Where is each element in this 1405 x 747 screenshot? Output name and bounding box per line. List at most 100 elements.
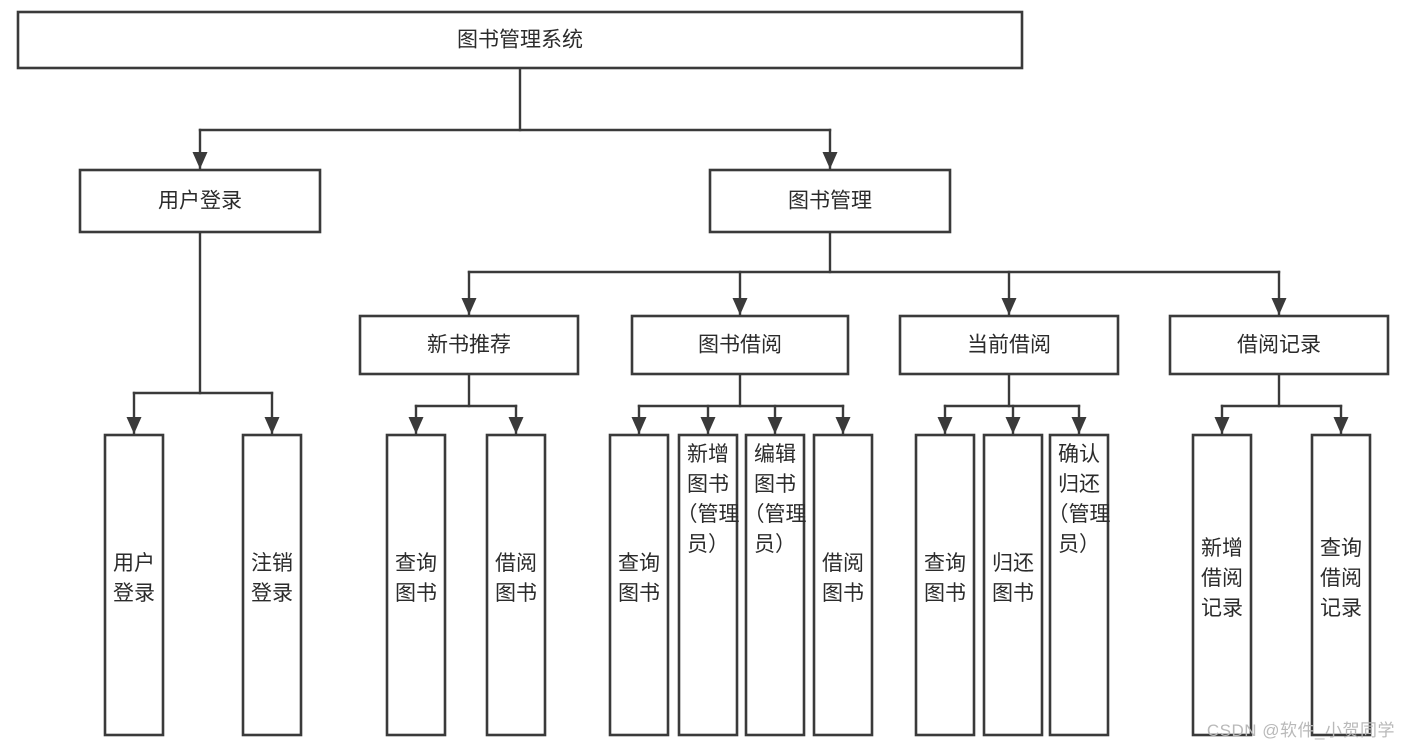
node-label-line: 借阅 xyxy=(822,552,864,575)
level2-node-用户登录[interactable]: 用户登录 xyxy=(78,168,322,234)
node-label-line: 员） xyxy=(1058,533,1100,556)
leaf-node-用户登录[interactable]: 用户登录 xyxy=(103,433,165,737)
node-box xyxy=(812,433,874,737)
node-layer: 图书管理系统用户登录图书管理新书推荐图书借阅当前借阅借阅记录用户登录注销登录查询… xyxy=(16,10,1390,737)
node-label: 图书管理 xyxy=(788,190,872,213)
node-box xyxy=(1168,314,1390,376)
node-label-line: 查询 xyxy=(1320,537,1362,560)
node-label-line: 查询 xyxy=(618,552,660,575)
arrow-head-icon xyxy=(126,417,142,434)
node-label-line: 归还 xyxy=(992,552,1034,575)
node-label-line: 图书 xyxy=(395,582,437,605)
node-label: 图书借阅 xyxy=(698,334,782,357)
node-label-line: 图书 xyxy=(924,582,966,605)
arrow-head-icon xyxy=(264,417,280,434)
connector-layer xyxy=(126,66,1349,436)
node-label-line: 图书 xyxy=(822,582,864,605)
node-label-line: 新增 xyxy=(1201,537,1243,560)
node-label: 用户登录 xyxy=(158,190,242,213)
node-label-line: 登录 xyxy=(113,582,155,605)
node-box xyxy=(1048,433,1110,737)
node-label-line: （管理 xyxy=(1048,503,1111,526)
arrow-head-icon xyxy=(408,417,424,434)
node-box xyxy=(1310,433,1372,737)
csdn-watermark: CSDN @软件_小贺同学 xyxy=(1206,721,1395,740)
level3-node-当前借阅[interactable]: 当前借阅 xyxy=(898,314,1120,376)
node-label-line: 登录 xyxy=(251,582,293,605)
arrow-head-icon xyxy=(1333,417,1349,434)
level3-node-图书借阅[interactable]: 图书借阅 xyxy=(630,314,850,376)
node-label: 当前借阅 xyxy=(967,334,1051,357)
node-label-line: 图书 xyxy=(495,582,537,605)
level3-node-借阅记录[interactable]: 借阅记录 xyxy=(1168,314,1390,376)
node-label-line: 借阅 xyxy=(495,552,537,575)
arrow-head-icon xyxy=(1071,417,1087,434)
node-box xyxy=(385,433,447,737)
node-label-line: 记录 xyxy=(1201,597,1243,620)
node-box xyxy=(677,433,739,737)
node-label-line: 用户 xyxy=(113,552,155,575)
node-box xyxy=(914,433,976,737)
node-label-line: 员） xyxy=(687,533,729,556)
arrow-head-icon xyxy=(1005,417,1021,434)
node-label-line: 注销 xyxy=(251,552,293,575)
node-box xyxy=(1191,433,1253,737)
node-box xyxy=(358,314,580,376)
node-label-line: 记录 xyxy=(1320,597,1362,620)
node-label-line: 归还 xyxy=(1058,473,1100,496)
arrow-head-icon xyxy=(835,417,851,434)
node-box xyxy=(708,168,952,234)
node-label-line: （管理 xyxy=(677,503,740,526)
arrow-head-icon xyxy=(1214,417,1230,434)
node-label-line: 图书 xyxy=(687,473,729,496)
level2-node-图书管理[interactable]: 图书管理 xyxy=(708,168,952,234)
node-label-line: 图书 xyxy=(754,473,796,496)
node-label-line: 图书 xyxy=(618,582,660,605)
node-box xyxy=(982,433,1044,737)
node-box xyxy=(898,314,1120,376)
arrow-head-icon xyxy=(461,298,477,315)
node-label-line: 员） xyxy=(754,533,796,556)
level3-node-新书推荐[interactable]: 新书推荐 xyxy=(358,314,580,376)
node-box xyxy=(103,433,165,737)
arrow-head-icon xyxy=(508,417,524,434)
node-label: 借阅记录 xyxy=(1237,334,1321,357)
arrow-head-icon xyxy=(732,298,748,315)
node-label: 图书管理系统 xyxy=(457,29,583,52)
arrow-head-icon xyxy=(631,417,647,434)
node-box xyxy=(744,433,806,737)
node-label-line: 借阅 xyxy=(1320,567,1362,590)
node-box xyxy=(608,433,670,737)
arrow-head-icon xyxy=(192,152,208,169)
root-node-图书管理系统[interactable]: 图书管理系统 xyxy=(16,10,1024,70)
node-box xyxy=(241,433,303,737)
arrow-head-icon xyxy=(937,417,953,434)
node-label-line: 编辑 xyxy=(754,443,796,466)
arrow-head-icon xyxy=(1001,298,1017,315)
node-label-line: 确认 xyxy=(1058,443,1100,466)
node-box xyxy=(16,10,1024,70)
arrow-head-icon xyxy=(700,417,716,434)
node-label-line: 新增 xyxy=(687,443,729,466)
node-box xyxy=(485,433,547,737)
arrow-head-icon xyxy=(1271,298,1287,315)
arrow-head-icon xyxy=(822,152,838,169)
node-label-line: 查询 xyxy=(924,552,966,575)
node-label: 新书推荐 xyxy=(427,334,511,357)
node-box xyxy=(630,314,850,376)
arrow-head-icon xyxy=(767,417,783,434)
